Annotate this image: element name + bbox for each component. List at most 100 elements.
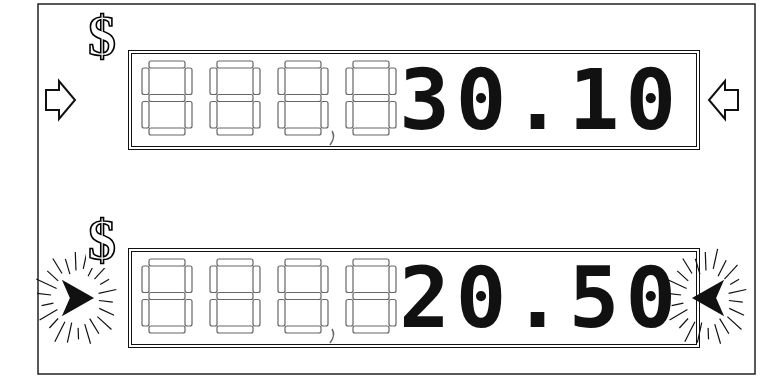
ghost-segment: [149, 61, 185, 68]
price-readout: 30.10: [399, 58, 682, 142]
lit-arrow: [64, 282, 92, 314]
ghost-segments: [142, 61, 396, 343]
ghost-segment: [389, 102, 396, 129]
hollow-arrow: [709, 81, 738, 119]
ghost-segment: [217, 259, 253, 266]
ghost-segment: [217, 293, 253, 300]
ghost-segment: [217, 326, 253, 333]
ghost-segment: [353, 61, 389, 68]
ghost-segment: [389, 266, 396, 293]
ghost-segment: [185, 68, 192, 95]
ghost-segment: [321, 266, 328, 293]
ghost-segment: [149, 259, 185, 266]
ghost-segment: [278, 300, 285, 327]
burst-ray: [685, 322, 695, 342]
ghost-segment: [142, 68, 149, 95]
ghost-segment: [353, 293, 389, 300]
ghost-segment: [217, 61, 253, 68]
starburst: [36, 249, 746, 344]
hollow-arrow: [46, 81, 75, 119]
burst-ray: [42, 303, 54, 306]
display-window: $20.50: [128, 248, 700, 348]
ghost-segment: [285, 259, 321, 266]
ghost-segment: [346, 300, 353, 327]
ghost-segment: [389, 68, 396, 95]
ghost-segment: [149, 326, 185, 333]
ghost-segment: [321, 300, 328, 327]
ghost-comma: [330, 131, 334, 145]
ghost-segment: [142, 300, 149, 327]
ghost-segment: [253, 266, 260, 293]
burst-ray: [67, 323, 71, 343]
ghost-segment: [217, 95, 253, 102]
currency-sign: $: [86, 8, 118, 64]
burst-ray: [90, 319, 99, 334]
burst-ray: [729, 308, 744, 315]
burst-ray: [705, 252, 707, 270]
ghost-segment: [149, 128, 185, 135]
ghost-segment: [321, 102, 328, 129]
burst-ray: [99, 301, 113, 303]
burst-ray: [75, 252, 77, 270]
ghost-segment: [321, 68, 328, 95]
ghost-segment: [210, 300, 217, 327]
ghost-segment: [353, 259, 389, 266]
burst-ray: [720, 319, 729, 334]
ghost-segment: [346, 68, 353, 95]
burst-ray: [100, 279, 109, 284]
ghost-segment: [278, 102, 285, 129]
burst-ray: [730, 279, 739, 284]
ghost-segment: [346, 266, 353, 293]
burst-ray: [40, 309, 58, 319]
ghost-segment: [285, 326, 321, 333]
ghost-segment: [285, 128, 321, 135]
burst-ray: [724, 265, 737, 279]
ghost-segment: [353, 326, 389, 333]
ghost-segment: [285, 61, 321, 68]
ghost-segment: [285, 293, 321, 300]
ghost-segment: [142, 102, 149, 129]
ghost-segment: [353, 128, 389, 135]
burst-ray: [36, 279, 56, 289]
burst-ray: [715, 324, 721, 344]
burst-ray: [49, 319, 58, 328]
burst-ray: [708, 328, 710, 339]
burst-ray: [727, 317, 741, 330]
burst-ray: [97, 317, 111, 330]
burst-ray: [55, 322, 65, 342]
display-window: $30.10: [128, 50, 700, 150]
ghost-segment: [389, 300, 396, 327]
ghost-segment: [210, 266, 217, 293]
ghost-segment: [149, 95, 185, 102]
burst-ray: [718, 260, 726, 276]
burst-ray: [47, 271, 58, 281]
ghost-segment: [185, 102, 192, 129]
burst-ray: [713, 249, 717, 269]
burst-ray: [729, 290, 747, 294]
ghost-segment: [346, 102, 353, 129]
currency-sign: $: [86, 212, 118, 268]
ghost-segment: [185, 266, 192, 293]
ghost-segment: [285, 95, 321, 102]
ghost-segment: [353, 95, 389, 102]
ghost-segment: [278, 266, 285, 293]
ghost-segment: [142, 266, 149, 293]
ghost-comma: [330, 329, 334, 343]
burst-ray: [53, 259, 62, 274]
price-readout: 20.50: [399, 256, 682, 340]
ghost-segment: [149, 293, 185, 300]
ghost-segment: [278, 68, 285, 95]
burst-ray: [99, 290, 117, 294]
burst-ray: [99, 308, 114, 315]
burst-ray: [65, 259, 70, 274]
burst-ray: [85, 324, 91, 344]
ghost-segment: [185, 300, 192, 327]
ghost-segment: [253, 68, 260, 95]
ghost-segment: [210, 68, 217, 95]
ghost-segment: [253, 300, 260, 327]
burst-ray: [78, 328, 80, 339]
ghost-segment: [210, 102, 217, 129]
ghost-segment: [253, 102, 260, 129]
burst-ray: [37, 293, 51, 295]
ghost-segment: [217, 128, 253, 135]
